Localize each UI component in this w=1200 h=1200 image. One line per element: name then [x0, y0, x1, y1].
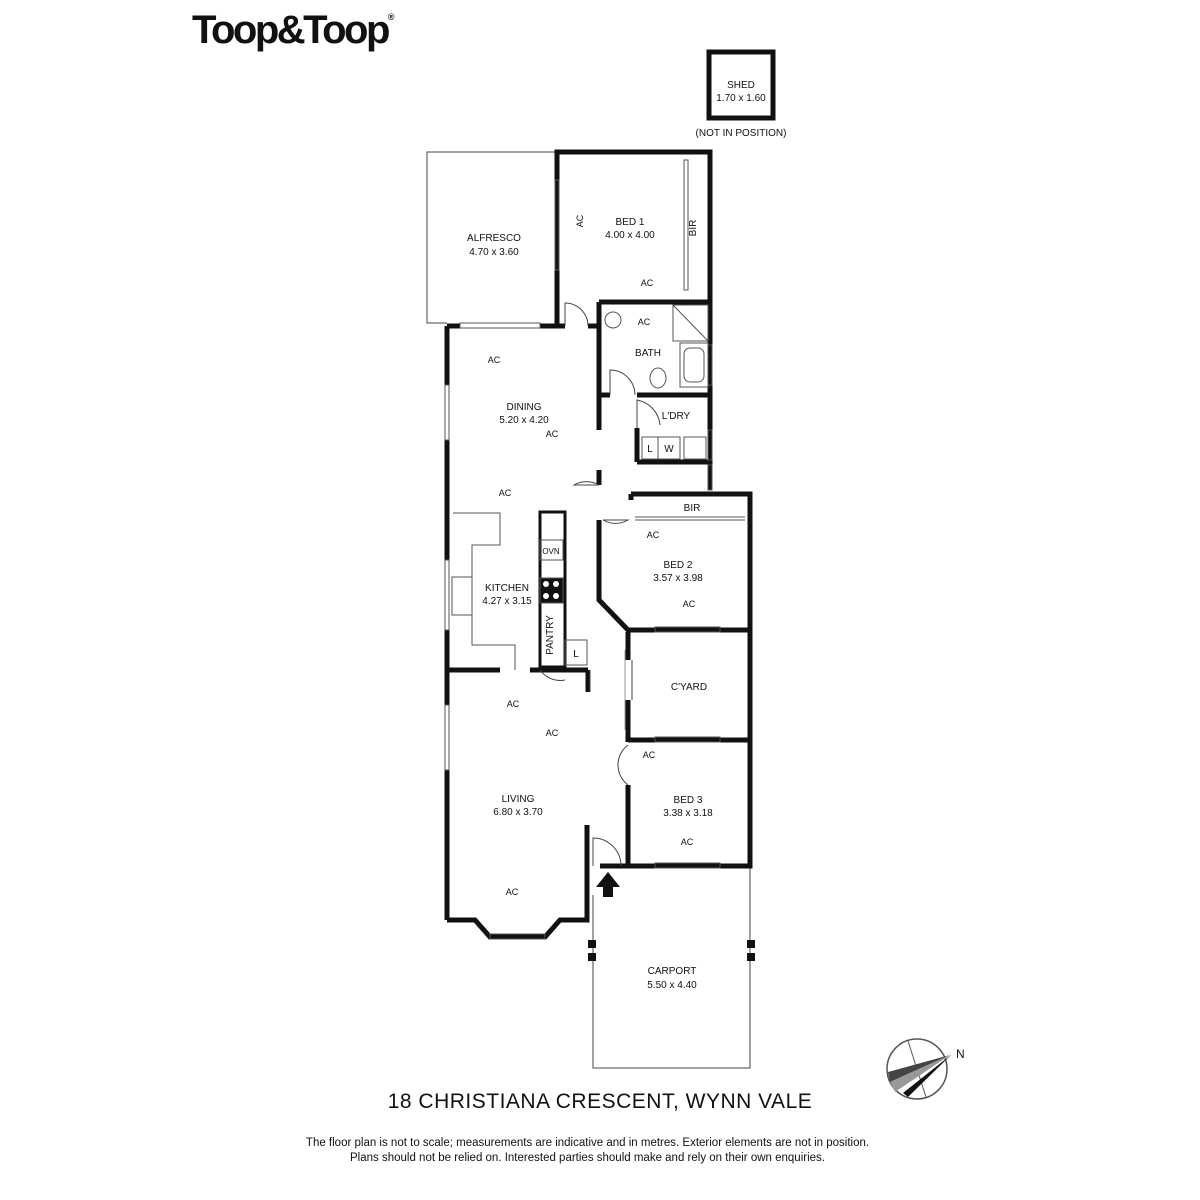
walls — [444, 149, 753, 940]
doors — [539, 302, 661, 867]
shed: SHED 1.70 x 1.60 (NOT IN POSITION) — [696, 49, 787, 139]
bed1-label: BED 1 — [616, 217, 645, 228]
pantry-label: PANTRY — [545, 615, 556, 655]
shed-label: SHED — [727, 80, 755, 91]
bed2-dims: 3.57 x 3.98 — [653, 573, 703, 584]
bath-label: BATH — [635, 348, 661, 359]
bathroom-fixtures — [604, 304, 709, 460]
ac-marker: AC — [506, 887, 519, 897]
dining-dims: 5.20 x 4.20 — [499, 415, 549, 426]
shed-note: (NOT IN POSITION) — [696, 128, 787, 139]
ac-marker: AC — [638, 317, 651, 327]
ac-marker: AC — [641, 278, 654, 288]
carport-dims: 5.50 x 4.40 — [647, 980, 697, 991]
ac-marker: AC — [488, 355, 501, 365]
carport: CARPORT 5.50 x 4.40 — [588, 868, 755, 1069]
bed3-label: BED 3 — [674, 795, 703, 806]
bed2-label: BED 2 — [664, 560, 693, 571]
ac-marker: AC — [683, 599, 696, 609]
ac-marker: AC — [647, 530, 660, 540]
bed1-dims: 4.00 x 4.00 — [605, 230, 655, 241]
ac-marker: AC — [546, 728, 559, 738]
ac-markers: AC AC AC AC AC AC AC AC AC AC AC AC AC — [488, 214, 696, 897]
alfresco-label: ALFRESCO — [467, 233, 521, 244]
kitchen-l: L — [573, 649, 579, 660]
alfresco: ALFRESCO 4.70 x 3.60 — [426, 151, 557, 324]
disclaimer-line: The floor plan is not to scale; measurem… — [305, 1137, 870, 1149]
room-labels: BED 1 4.00 x 4.00 BIR BATH L'DRY L W DIN… — [482, 217, 713, 819]
kitchen-dims: 4.27 x 3.15 — [482, 596, 532, 607]
compass-north: N — [956, 1047, 965, 1061]
living-label: LIVING — [502, 794, 535, 805]
kitchen-label: KITCHEN — [485, 583, 529, 594]
bed1-bir: BIR — [688, 220, 699, 237]
registered-mark: ® — [387, 12, 395, 22]
laundry-w: W — [664, 444, 674, 455]
ac-marker: AC — [575, 214, 585, 227]
brand-name: Toop&Toop — [192, 8, 390, 52]
shed-dims: 1.70 x 1.60 — [716, 93, 766, 104]
ac-marker: AC — [507, 699, 520, 709]
alfresco-dims: 4.70 x 3.60 — [469, 247, 519, 258]
oven-label: OVN — [542, 547, 560, 556]
windows — [444, 159, 721, 940]
courtyard-label: C'YARD — [671, 682, 707, 693]
carport-label: CARPORT — [648, 966, 697, 977]
compass-icon: N — [886, 1038, 965, 1100]
disclaimer-line: Plans should not be relied on. Intereste… — [350, 1152, 825, 1164]
ac-marker: AC — [546, 429, 559, 439]
bed3-dims: 3.38 x 3.18 — [663, 808, 713, 819]
laundry-l: L — [647, 444, 653, 455]
property-address: 18 CHRISTIANA CRESCENT, WYNN VALE — [387, 1090, 813, 1113]
dining-label: DINING — [507, 402, 542, 413]
entry-arrow-icon — [596, 872, 620, 897]
bed2-bir: BIR — [684, 503, 701, 514]
disclaimer: The floor plan is not to scale; measurem… — [0, 1136, 1175, 1166]
laundry-label: L'DRY — [662, 411, 691, 422]
ac-marker: AC — [643, 750, 656, 760]
brand-logo: Toop&Toop® — [192, 8, 395, 53]
ac-marker: AC — [499, 488, 512, 498]
ac-marker: AC — [681, 837, 694, 847]
living-dims: 6.80 x 3.70 — [493, 807, 543, 818]
